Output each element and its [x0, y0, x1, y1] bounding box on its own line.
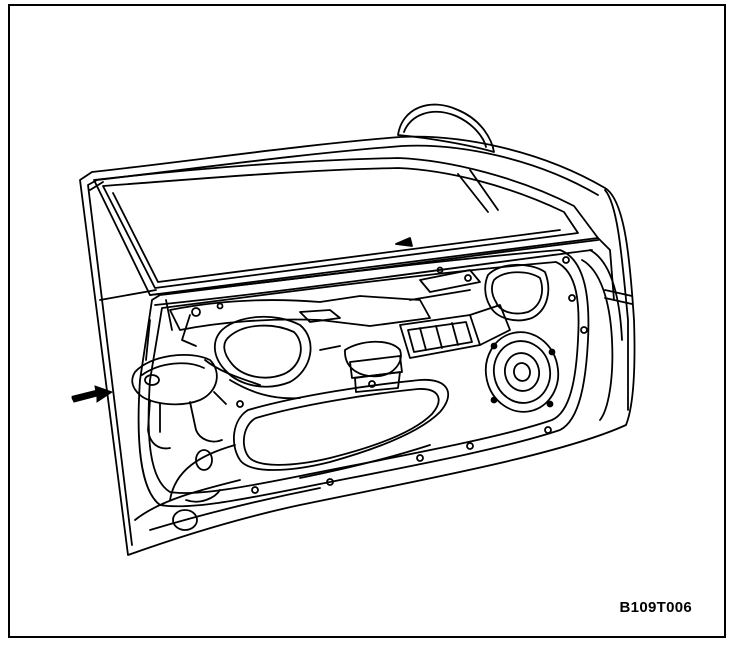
side-mirror [398, 105, 494, 152]
figure-frame [8, 4, 726, 638]
rear-upper-pocket [485, 265, 548, 321]
door-outer-frame [80, 137, 635, 555]
belt-line-seal [150, 238, 598, 305]
speaker-ring [478, 325, 565, 418]
window-regulator-rail [166, 270, 480, 346]
lower-panel-curve [135, 445, 320, 530]
fastener-holes [173, 257, 587, 530]
rear-pillar [582, 250, 632, 420]
arrow-icon [72, 386, 112, 402]
figure-code-label: B109T006 [619, 599, 692, 616]
window-frame [94, 158, 614, 300]
power-window-switch-module [400, 305, 510, 358]
hinge-side-wiring [132, 320, 300, 448]
access-hole [234, 380, 448, 478]
speaker-cover-oval [215, 317, 311, 387]
inner-panel-outline [139, 250, 589, 506]
door-handle-assembly [320, 342, 402, 392]
